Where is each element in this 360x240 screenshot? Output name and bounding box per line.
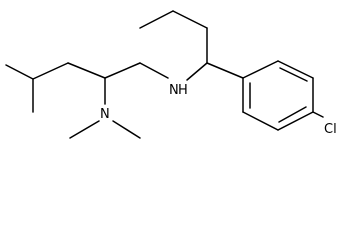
ring-bond-5 [242, 111, 279, 131]
isobutyl-group [5, 62, 106, 113]
bond-ch-to-ch2 [104, 62, 141, 79]
chemical-structure: N N H Cl [5, 10, 337, 139]
propyl-chain [139, 10, 208, 64]
chlorophenyl-ring: Cl [206, 60, 337, 137]
ring-double-2 [278, 106, 307, 123]
bond-ring-to-cl [312, 111, 324, 118]
bond-ch2-to-nh [139, 62, 169, 79]
bond-methyl-a [5, 64, 34, 80]
bond-branch-to-ch2 [32, 62, 69, 80]
bond-ch2-to-ch3 [139, 10, 174, 29]
ring-double-1 [279, 67, 308, 82]
bond-ch2-to-ch2 [172, 10, 208, 29]
amine-h-label: H [178, 83, 188, 98]
ring-bond-2 [277, 60, 314, 79]
dimethylamino-n-label: N [100, 107, 110, 122]
bond-ch2-to-ch [67, 62, 106, 79]
amine-n-label: N [169, 83, 179, 98]
chlorine-label: Cl [324, 122, 337, 137]
aminomethyl-linker: N H [104, 62, 208, 98]
bond-nh-to-ch [186, 62, 208, 81]
ring-bond-4 [277, 111, 314, 131]
ring-bond-1 [242, 60, 279, 79]
bond-n-methyl-left [69, 120, 100, 139]
bond-n-methyl-right [112, 120, 141, 139]
dimethylamino-group: N [69, 77, 141, 139]
bond-ch-to-ring [206, 62, 244, 79]
